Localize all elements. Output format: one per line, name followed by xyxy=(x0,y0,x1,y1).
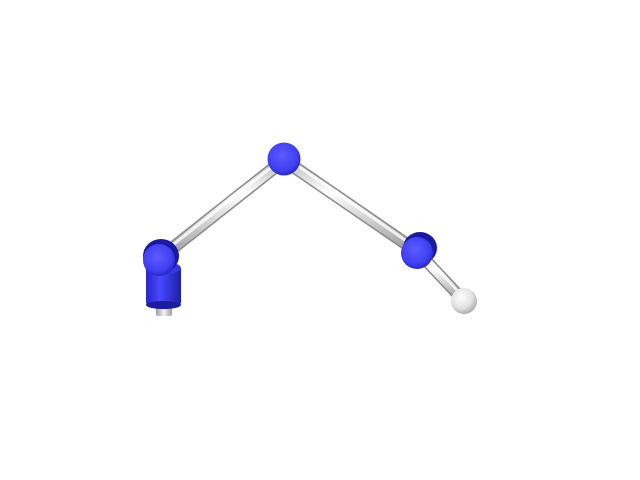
revolute-joint-icon xyxy=(143,239,179,276)
revolute-joint-icon xyxy=(401,232,437,269)
arm-link-icon xyxy=(153,153,291,265)
revolute-joint-icon xyxy=(267,142,301,176)
arm-link-icon xyxy=(277,153,425,259)
end-effector-icon xyxy=(451,288,477,314)
